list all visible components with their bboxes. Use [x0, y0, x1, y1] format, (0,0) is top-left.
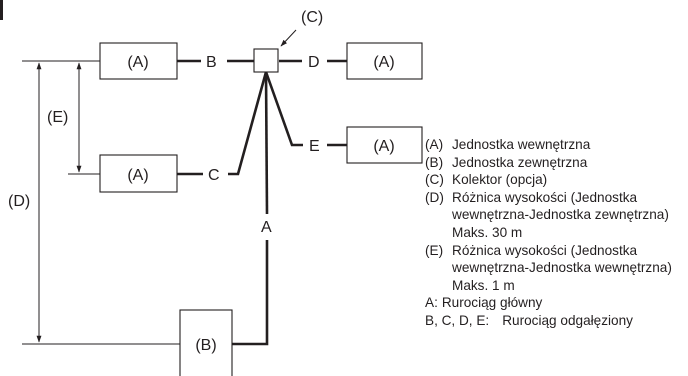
outdoor-unit — [179, 309, 233, 376]
pipe-d-label: D — [308, 54, 320, 71]
header-collector — [253, 48, 279, 73]
legend-text: Jednostka zewnętrzna — [452, 154, 588, 170]
indoor-unit-label: (A) — [373, 54, 394, 71]
legend-key: (A) — [425, 137, 444, 152]
legend-item-main-pipe: A: Rurociąg główny — [425, 294, 687, 312]
header-pointer — [280, 29, 297, 47]
pipe-c-label: C — [208, 167, 220, 184]
legend-text: Rurociąg odgałęziony — [502, 312, 633, 328]
legend-item-height-diff-e: (E) Różnica wysokości (Jednostka wewnętr… — [425, 242, 687, 295]
legend-text: Różnica wysokości (Jednostka wewnętrzna-… — [452, 189, 669, 240]
legend-item-header: (C) Kolektor (opcja) — [425, 171, 687, 189]
main-pipe-label: A — [261, 219, 272, 236]
legend-item-indoor-unit: (A) Jednostka wewnętrzna — [425, 136, 687, 154]
legend-key: B, C, D, E: — [425, 312, 490, 328]
legend-key: (C) — [425, 172, 444, 188]
legend-key: (B) — [425, 154, 444, 170]
indoor-unit-label: (A) — [127, 54, 148, 71]
legend-key: (E) — [425, 242, 444, 258]
legend-key: A: — [425, 295, 438, 311]
legend-text: Jednostka wewnętrzna — [452, 137, 591, 152]
main-pipe-lower — [232, 240, 269, 346]
indoor-unit-middle-left — [99, 154, 178, 193]
pipe-e-left — [264, 71, 303, 147]
legend: (A) Jednostka wewnętrzna (B) Jednostka z… — [425, 136, 687, 330]
pipe-e-label: E — [309, 138, 320, 155]
legend-item-branch-pipe: B, C, D, E: Rurociąg odgałęziony — [425, 312, 687, 330]
height-diff-d-label: (D) — [8, 193, 30, 210]
legend-key: (D) — [425, 189, 444, 205]
pipe-b-label: B — [206, 54, 217, 71]
legend-item-outdoor-unit: (B) Jednostka zewnętrzna — [425, 154, 687, 172]
main-pipe-upper — [264, 71, 269, 215]
indoor-unit-middle-right — [346, 126, 423, 164]
legend-text: Różnica wysokości (Jednostka wewnętrzna-… — [452, 242, 672, 293]
height-diff-e-label: (E) — [47, 109, 68, 126]
indoor-unit-top-right — [346, 42, 423, 80]
legend-text: Kolektor (opcja) — [452, 172, 548, 188]
page-edge-bar — [0, 0, 3, 20]
legend-text: Rurociąg główny — [441, 295, 543, 311]
outdoor-unit-label: (B) — [195, 337, 216, 354]
indoor-unit-label: (A) — [373, 138, 394, 155]
header-label: (C) — [301, 9, 323, 26]
indoor-unit-label: (A) — [127, 167, 148, 184]
legend-item-height-diff-d: (D) Różnica wysokości (Jednostka wewnętr… — [425, 189, 687, 242]
pipe-c-right — [228, 71, 268, 176]
indoor-unit-top-left — [99, 42, 178, 80]
